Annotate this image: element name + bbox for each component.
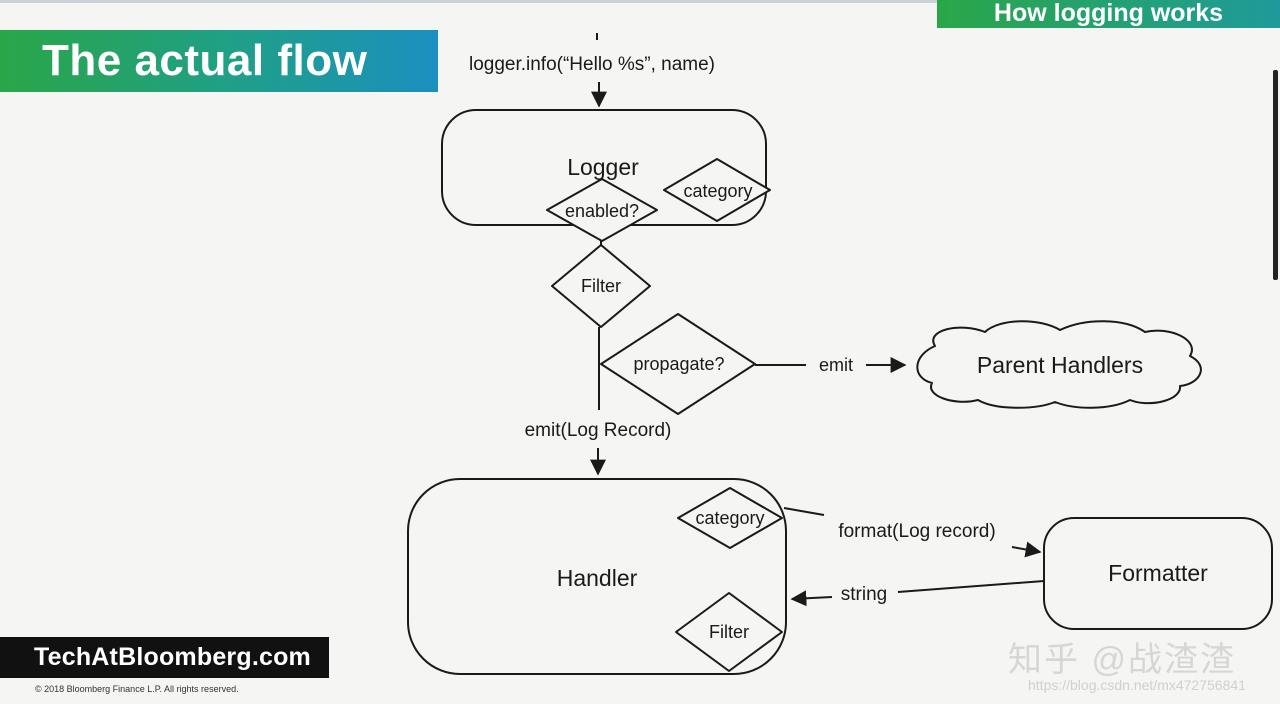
- format-call-label: format(Log record): [838, 521, 995, 542]
- section-tag-label: How logging works: [993, 0, 1224, 27]
- string-label: string: [841, 584, 887, 605]
- handler-filter-diamond: [675, 592, 783, 672]
- handler-category-diamond: [677, 487, 783, 549]
- copyright-notice: © 2018 Bloomberg Finance L.P. All rights…: [35, 684, 239, 694]
- formatter-to-string-line: [897, 580, 1045, 593]
- propagate-label: propagate?: [633, 354, 724, 374]
- scrollbar-thumb[interactable]: [1273, 70, 1278, 280]
- watermark-url: https://blog.csdn.net/mx472756841: [1028, 677, 1246, 693]
- call-label: logger.info(“Hello %s”, name): [469, 54, 715, 75]
- parent-handlers-cloud: [916, 320, 1202, 409]
- logger-filter-label: Filter: [581, 276, 621, 296]
- title-bar: The actual flow: [0, 30, 438, 92]
- logger-category-diamond: [663, 158, 771, 222]
- format-to-formatter-arrow: [1011, 541, 1042, 558]
- parent-handlers-label: Parent Handlers: [977, 352, 1143, 378]
- section-tag: How logging works: [937, 0, 1280, 28]
- string-to-handler-arrow: [790, 590, 833, 607]
- slide-title: The actual flow: [42, 36, 368, 85]
- logger-filter-diamond: [551, 244, 651, 328]
- emit-label: emit: [819, 355, 853, 375]
- brand-label: TechAtBloomberg.com: [34, 643, 311, 671]
- handler-label: Handler: [557, 565, 638, 591]
- formatter-label: Formatter: [1108, 560, 1208, 586]
- handler-to-format-line: [783, 507, 825, 516]
- handler-filter-label: Filter: [709, 622, 749, 642]
- propagate-diamond: [600, 313, 756, 415]
- top-rule: [0, 0, 1280, 3]
- formatter-box: [1043, 517, 1273, 630]
- handler-box: [407, 478, 787, 675]
- enabled-label: enabled?: [565, 201, 639, 221]
- logger-label: Logger: [567, 154, 639, 180]
- brand-bar: TechAtBloomberg.com: [0, 637, 329, 678]
- watermark-author: 知乎 @战渣渣: [1008, 641, 1236, 679]
- logger-category-label: category: [683, 181, 752, 201]
- emit-record-label: emit(Log Record): [525, 420, 672, 441]
- handler-category-label: category: [695, 508, 764, 528]
